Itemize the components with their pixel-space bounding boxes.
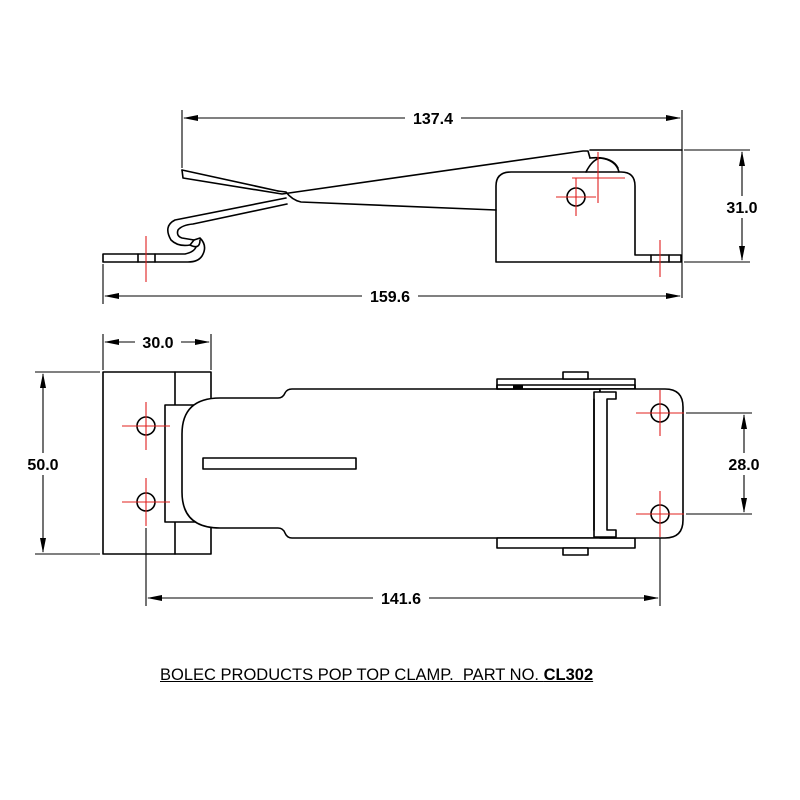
dim-overall-length: 159.6 bbox=[370, 289, 410, 306]
dim-keeper-width: 30.0 bbox=[142, 335, 173, 352]
drawing-title: BOLEC PRODUCTS POP TOP CLAMP. PART NO. C… bbox=[160, 666, 593, 685]
body-hole-bottom bbox=[636, 491, 684, 537]
dim-keeper-height: 50.0 bbox=[27, 457, 58, 474]
title-text: BOLEC PRODUCTS POP TOP CLAMP. PART NO. bbox=[160, 666, 544, 684]
keeper-hole-bottom bbox=[122, 478, 170, 526]
part-number: CL302 bbox=[543, 666, 594, 684]
body-hole-top bbox=[636, 390, 684, 436]
dim-hole-spacing: 28.0 bbox=[728, 457, 759, 474]
side-view: 137.4 159.6 31.0 bbox=[102, 108, 766, 306]
dim-lever-length: 137.4 bbox=[413, 111, 453, 128]
dim-hole-centers-length: 141.6 bbox=[381, 591, 421, 608]
keeper-hole-top bbox=[122, 402, 170, 450]
dim-height: 31.0 bbox=[726, 200, 757, 217]
top-view: 30.0 50.0 28.0 141.6 bbox=[20, 332, 768, 608]
